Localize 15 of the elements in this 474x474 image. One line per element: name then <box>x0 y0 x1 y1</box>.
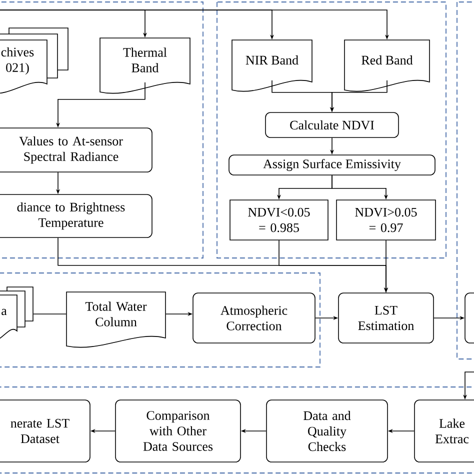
process-box: Assign Surface Emissivity <box>228 154 436 176</box>
process-box: nerate LST Dataset <box>0 400 90 462</box>
value-box: NDVI>0.05 = 0.97 <box>336 200 436 240</box>
value-box: NDVI<0.05 = 0.985 <box>230 200 328 240</box>
process-box <box>464 292 474 344</box>
process-box: Calculate NDVI <box>265 112 399 138</box>
document-stack: a <box>0 286 34 341</box>
process-box: Lake Extrac <box>414 400 474 462</box>
process-box: diance to Brightness Temperature <box>0 194 152 238</box>
process-box: LST Estimation <box>338 292 434 344</box>
document-stack: chives 021) <box>0 28 68 94</box>
process-box: Values to At-sensor Spectral Radiance <box>0 128 152 172</box>
process-box: Atmospheric Correction <box>192 292 316 344</box>
process-box: Comparison with Other Data Sources <box>115 400 241 462</box>
process-box: Data and Quality Checks <box>266 400 388 462</box>
